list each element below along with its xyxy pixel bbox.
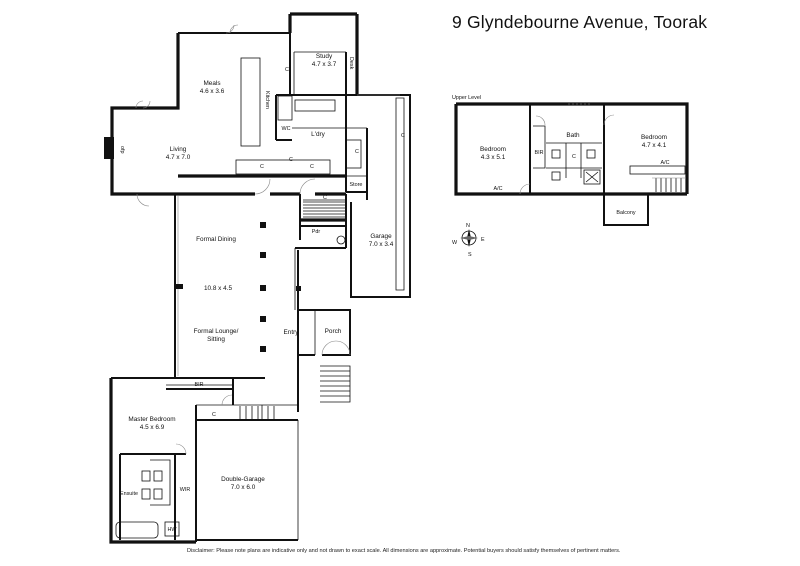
ground-floor-walls — [104, 12, 411, 544]
upper-level: Upper Level Bedroom 4.3 x 5.1 Bath Bedro… — [452, 95, 689, 226]
garage-label: Garage — [370, 233, 392, 240]
formal-dining-label: Formal Dining — [196, 236, 236, 243]
balcony-label: Balcony — [616, 210, 635, 216]
upper-bedroom-1-dim: 4.3 x 5.1 — [481, 154, 506, 161]
upper-cupboard-label: C — [572, 154, 576, 160]
compass-n: N — [466, 223, 470, 229]
wir-label: WIR — [180, 487, 191, 493]
desk-label: Desk — [348, 57, 354, 70]
garage-dim: 7.0 x 3.4 — [369, 241, 394, 248]
cupboard-label: C — [355, 149, 359, 155]
master-bedroom-label: Master Bedroom — [128, 416, 175, 423]
laundry-label: L'dry — [311, 131, 325, 138]
cupboard-label: C — [310, 164, 314, 170]
upper-bedroom-1-label: Bedroom — [480, 146, 506, 153]
compass-w: W — [452, 240, 458, 246]
cupboard-label: C — [323, 195, 327, 201]
ground-floor-labels: Meals 4.6 x 3.6 Study 4.7 x 3.7 Desk Kit… — [119, 53, 405, 533]
fireplace-label: ofp — [119, 146, 125, 154]
cupboard-label: C — [289, 157, 293, 163]
cupboard-label: C — [401, 133, 405, 139]
living-dim: 4.7 x 7.0 — [166, 154, 191, 161]
disclaimer-text: Disclaimer: Please note plans are indica… — [187, 548, 621, 554]
upper-ac-label: A/C — [494, 186, 503, 192]
meals-dim: 4.6 x 3.6 — [200, 88, 225, 95]
plan-title: 9 Glyndebourne Avenue, Toorak — [452, 12, 708, 32]
living-label: Living — [170, 146, 187, 153]
upper-level-label: Upper Level — [452, 95, 481, 101]
bir-label: BIR — [195, 382, 204, 388]
bath-label: Bath — [566, 132, 580, 139]
compass-e: E — [481, 237, 485, 243]
study-dim: 4.7 x 3.7 — [312, 61, 337, 68]
formal-lounge-label: Formal Lounge/ — [194, 328, 239, 335]
upper-bedroom-2-dim: 4.7 x 4.1 — [642, 142, 667, 149]
study-label: Study — [316, 53, 333, 60]
entry-label: Entry — [284, 329, 300, 336]
meals-label: Meals — [203, 80, 220, 87]
upper-bedroom-2-label: Bedroom — [641, 134, 667, 141]
porch-label: Porch — [325, 328, 342, 335]
compass-s: S — [468, 252, 472, 258]
double-garage-label: Double-Garage — [221, 476, 265, 483]
ensuite-label: Ensuite — [120, 491, 138, 497]
cupboard-label: C — [212, 412, 216, 418]
double-garage-dim: 7.0 x 6.0 — [231, 484, 256, 491]
formal-dim: 10.8 x 4.5 — [204, 285, 233, 292]
powder-label: Pdr — [312, 229, 321, 235]
cupboard-label: C — [260, 164, 264, 170]
upper-ac-label: A/C — [661, 160, 670, 166]
formal-lounge-label-2: Sitting — [207, 336, 225, 343]
cupboard-label: C — [285, 67, 289, 73]
store-label: Store — [350, 182, 363, 188]
compass-icon: N S E W — [452, 223, 485, 258]
hw-label: HW — [168, 527, 178, 533]
master-bedroom-dim: 4.5 x 6.9 — [140, 424, 165, 431]
wc-label: WC — [282, 126, 291, 132]
kitchen-label: Kitchen — [264, 91, 270, 109]
upper-bir-label: BIR — [535, 150, 544, 156]
